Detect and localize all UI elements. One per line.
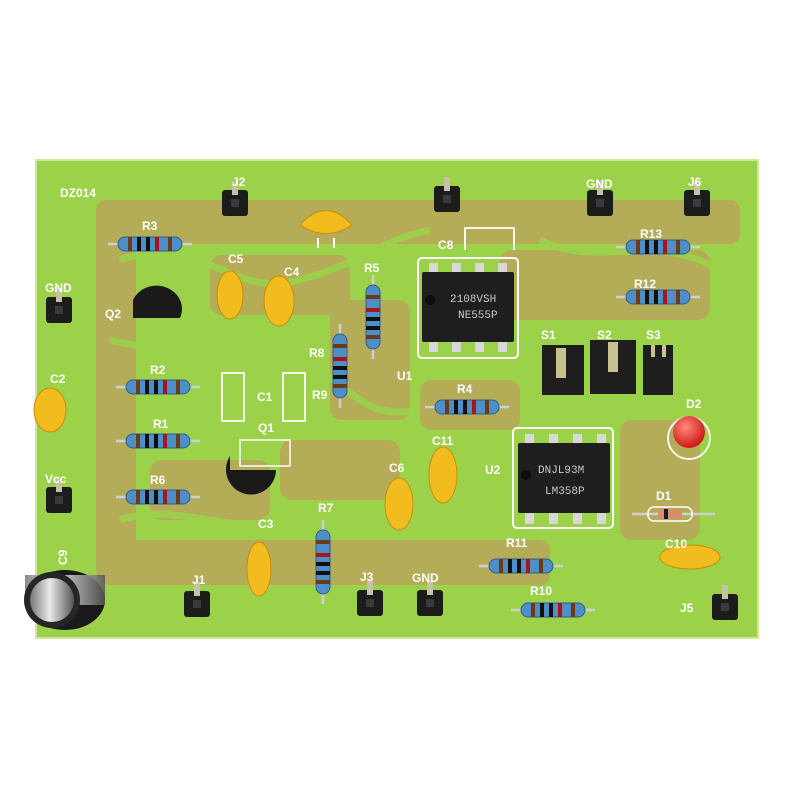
capacitor-c10: C10 (659, 537, 721, 570)
capacitor-c2: C2 (33, 372, 67, 433)
svg-text:R4: R4 (457, 382, 473, 396)
header-gnd-bottom: GND (412, 571, 443, 616)
copper-traces (96, 200, 740, 585)
svg-text:D1: D1 (656, 489, 672, 503)
transistor-q2: Q2 (105, 285, 182, 321)
resistor-r6: R6 (114, 473, 202, 506)
svg-text:GND: GND (45, 281, 72, 295)
svg-text:C1: C1 (257, 390, 273, 404)
svg-text:NE555P: NE555P (458, 310, 498, 322)
led-d2: D2 (667, 397, 711, 460)
svg-text:R2: R2 (150, 363, 166, 377)
svg-text:LM358P: LM358P (545, 486, 585, 498)
capacitor-c3: C3 (246, 517, 274, 597)
diode-d1: D1 (632, 489, 715, 522)
jumper-s2: S2 (590, 328, 636, 394)
svg-text:R12: R12 (634, 277, 656, 291)
capacitor-c11: C11 (428, 434, 458, 504)
svg-text:C5: C5 (228, 252, 244, 266)
svg-text:J1: J1 (192, 573, 206, 587)
svg-text:R7: R7 (318, 501, 334, 515)
label-r9: R9 (312, 388, 328, 402)
capacitor-c9-electrolytic: C9 (24, 549, 105, 630)
svg-text:J6: J6 (688, 175, 702, 189)
svg-text:2108VSH: 2108VSH (450, 294, 496, 306)
svg-text:J3: J3 (360, 570, 374, 584)
capacitor-c5: C5 (216, 252, 244, 320)
svg-text:R11: R11 (506, 536, 528, 550)
svg-text:S3: S3 (646, 328, 661, 342)
svg-text:C8: C8 (438, 238, 454, 252)
header-vcc: Vcc (45, 472, 72, 513)
svg-text:C4: C4 (284, 265, 300, 279)
svg-text:Q2: Q2 (105, 307, 121, 321)
header-j1: J1 (184, 573, 210, 617)
jumper-s1: S1 (541, 328, 584, 395)
board-id-text: DZ014 (60, 186, 96, 200)
svg-text:GND: GND (412, 571, 439, 585)
svg-text:Q1: Q1 (258, 421, 274, 435)
ic-u1: 2108VSH NE555P U1 (397, 257, 519, 383)
svg-text:R3: R3 (142, 219, 158, 233)
svg-text:S1: S1 (541, 328, 556, 342)
svg-text:R8: R8 (309, 346, 325, 360)
transistor-q1: Q1 (226, 421, 291, 495)
resistor-r3: R3 (106, 219, 194, 253)
svg-text:D2: D2 (686, 397, 702, 411)
svg-text:U2: U2 (485, 463, 501, 477)
resistor-r2: R2 (114, 363, 202, 396)
jumper-s3: S3 (643, 328, 673, 395)
svg-text:R5: R5 (364, 261, 380, 275)
svg-text:R13: R13 (640, 227, 662, 241)
header-j3: J3 (357, 570, 383, 616)
capacitor-c6: C6 (384, 461, 414, 531)
resistor-r1: R1 (114, 417, 202, 450)
capacitor-top-center (299, 210, 353, 248)
svg-text:R6: R6 (150, 473, 166, 487)
header-gnd-top: GND (586, 177, 613, 216)
resistor-r13: R13 (614, 227, 702, 256)
header-j6: J6 (684, 175, 710, 216)
svg-text:DNJL93M: DNJL93M (538, 465, 584, 477)
svg-text:C9: C9 (56, 549, 70, 565)
resistor-r7: R7 (314, 501, 334, 606)
resistor-r12: R12 (614, 277, 702, 306)
resistor-r11: R11 (477, 536, 565, 575)
capacitor-c1-footprint: C1 (221, 372, 306, 422)
resistor-r10: R10 (509, 584, 597, 619)
capacitor-c4: C4 (263, 265, 300, 327)
ic-u2: DNJL93M LM358P U2 (485, 427, 614, 529)
svg-text:C6: C6 (389, 461, 405, 475)
header-gnd-left: GND (45, 281, 72, 323)
svg-text:U1: U1 (397, 369, 413, 383)
header-j5: J5 (680, 585, 738, 620)
svg-text:Vcc: Vcc (45, 472, 67, 486)
svg-text:C2: C2 (50, 372, 66, 386)
svg-text:S2: S2 (597, 328, 612, 342)
resistor-r5: R5 (364, 261, 382, 361)
svg-text:GND: GND (586, 177, 613, 191)
svg-text:R10: R10 (530, 584, 552, 598)
svg-text:C10: C10 (665, 537, 687, 551)
capacitor-c8-footprint: C8 (438, 227, 515, 252)
svg-text:J5: J5 (680, 601, 694, 615)
resistor-r8: R8 (309, 322, 349, 410)
svg-text:C11: C11 (432, 434, 454, 448)
svg-text:J2: J2 (232, 175, 246, 189)
svg-text:R1: R1 (153, 417, 169, 431)
resistor-r4: R4 (423, 382, 511, 416)
header-j2: J2 (222, 175, 248, 216)
svg-text:C3: C3 (258, 517, 274, 531)
